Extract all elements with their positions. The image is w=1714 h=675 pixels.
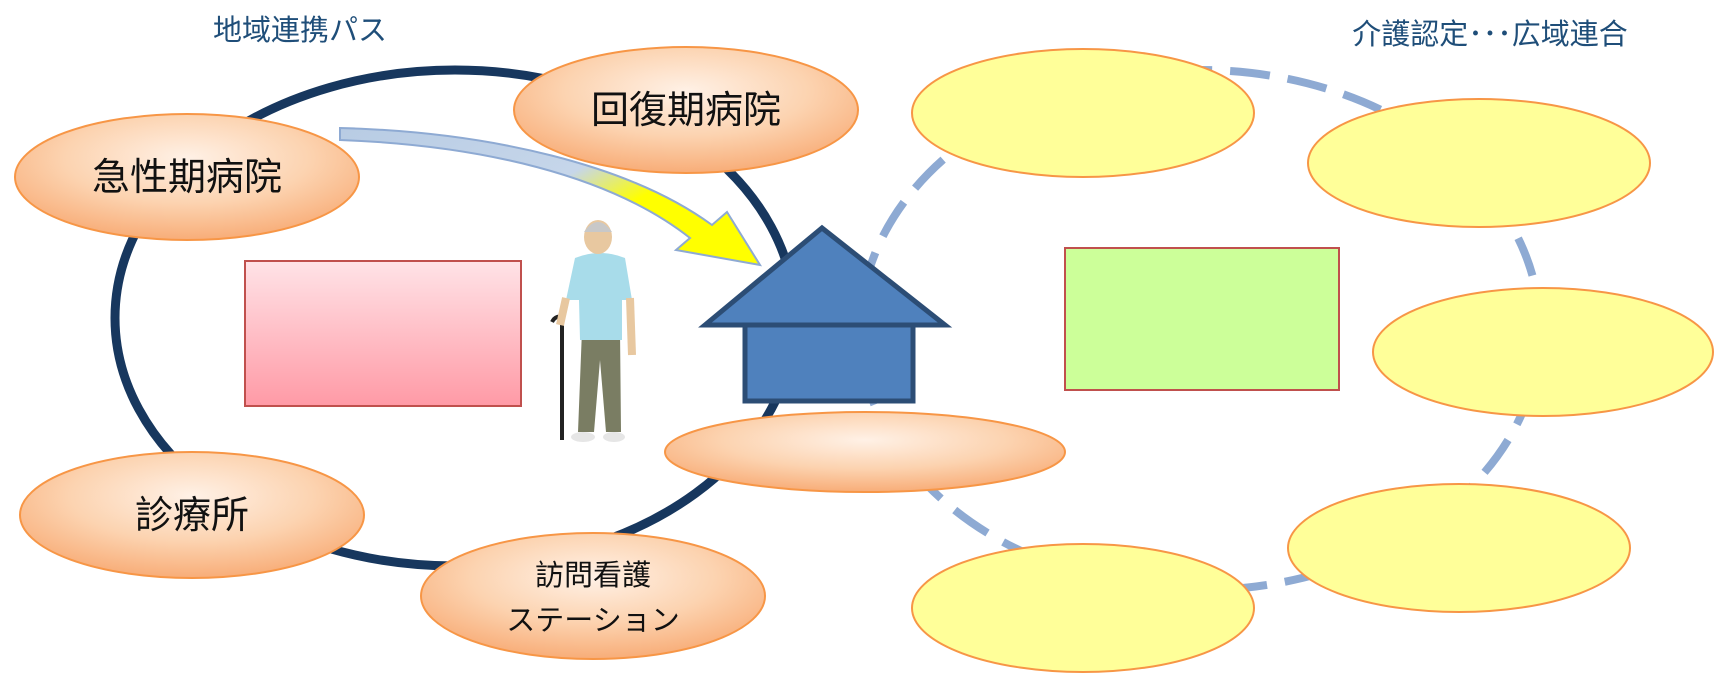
node-acute-hospital-label: 急性期病院 <box>92 155 282 199</box>
node-acute-hospital: 急性期病院 <box>14 113 360 241</box>
node-recovery-hospital-label: 回復期病院 <box>591 88 781 132</box>
green-info-box <box>1064 247 1340 391</box>
care-node-4 <box>1287 483 1631 613</box>
left-diagram-title: 地域連携パス <box>213 13 387 47</box>
right-diagram-title: 介護認定･･･広域連合 <box>1352 17 1628 51</box>
node-visiting-nursing: 訪問看護 ステーション <box>420 532 766 660</box>
discharge-arrow <box>339 126 763 267</box>
care-node-3 <box>1372 287 1714 417</box>
node-visiting-nursing-label-2: ステーション <box>506 603 679 637</box>
care-node-2 <box>1307 98 1651 228</box>
care-node-1 <box>911 48 1255 178</box>
node-recovery-hospital: 回復期病院 <box>513 46 859 174</box>
node-clinic-label: 診療所 <box>135 493 249 537</box>
care-node-5 <box>911 543 1255 673</box>
node-clinic: 診療所 <box>19 451 365 579</box>
pink-info-box <box>244 260 522 407</box>
node-center-blank <box>664 411 1066 493</box>
elderly-man-with-cane-icon <box>550 220 636 442</box>
house-icon <box>698 224 953 404</box>
node-visiting-nursing-label-1: 訪問看護 <box>535 558 651 592</box>
